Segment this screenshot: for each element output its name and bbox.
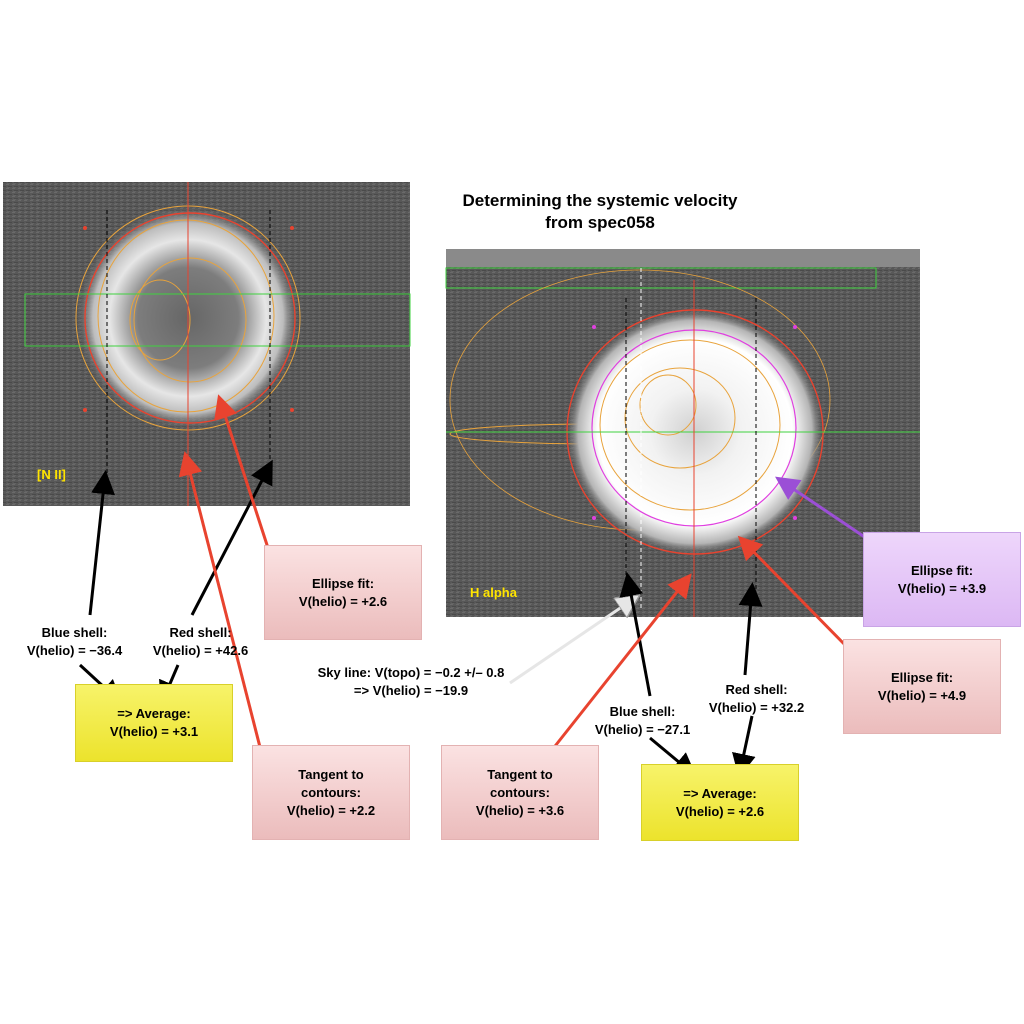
ha-ellipse-fit-red-box: Ellipse fit: V(helio) = +4.9 bbox=[843, 639, 1001, 734]
ha-average-box: => Average: V(helio) = +2.6 bbox=[641, 764, 799, 841]
ha-tangent-line-1: Tangent to bbox=[487, 766, 553, 782]
nii-tangent-box: Tangent to contours: V(helio) = +2.2 bbox=[252, 745, 410, 840]
ha-blue-shell-value: V(helio) = −27.1 bbox=[594, 722, 691, 737]
ha-blue-shell-title: Blue shell: bbox=[609, 704, 676, 719]
arrow-sky-line bbox=[509, 598, 635, 685]
arrow-ha-red-shell bbox=[738, 582, 763, 676]
nii-ellipse-fit-box: Ellipse fit: V(helio) = +2.6 bbox=[264, 545, 422, 640]
arrow-ha-ellipse-purple bbox=[775, 476, 876, 546]
nii-panel-label: [N II] bbox=[37, 467, 66, 482]
ha-ellipse-fit-purple-box: Ellipse fit: V(helio) = +3.9 bbox=[863, 532, 1021, 627]
ha-ellipse-fit-purple-value: V(helio) = +3.9 bbox=[897, 580, 987, 596]
nii-ellipse-fit-title: Ellipse fit: bbox=[311, 575, 375, 591]
ha-tangent-line-2: contours: bbox=[490, 784, 550, 800]
ha-red-shell-label: Red shell: V(helio) = +32.2 bbox=[694, 681, 819, 717]
ha-ellipse-fit-purple-title: Ellipse fit: bbox=[910, 562, 974, 578]
ha-blue-shell-label: Blue shell: V(helio) = −27.1 bbox=[580, 703, 705, 739]
nii-blue-shell-value: V(helio) = −36.4 bbox=[26, 643, 123, 658]
nii-tangent-line-2: contours: bbox=[301, 784, 361, 800]
ha-average-title: => Average: bbox=[683, 785, 757, 801]
sky-line-topo: Sky line: V(topo) = −0.2 +/– 0.8 bbox=[317, 665, 505, 680]
nii-blue-shell-label: Blue shell: V(helio) = −36.4 bbox=[12, 624, 137, 660]
nii-blue-shell-title: Blue shell: bbox=[41, 625, 108, 640]
nii-spectrum-panel bbox=[3, 182, 411, 506]
nii-red-shell-title: Red shell: bbox=[169, 625, 232, 640]
halpha-panel-label: H alpha bbox=[470, 585, 517, 600]
ha-ellipse-fit-red-value: V(helio) = +4.9 bbox=[877, 687, 967, 703]
ha-tangent-value: V(helio) = +3.6 bbox=[475, 802, 565, 818]
ha-tangent-box: Tangent to contours: V(helio) = +3.6 bbox=[441, 745, 599, 840]
nii-average-title: => Average: bbox=[117, 706, 191, 721]
ha-red-shell-value: V(helio) = +32.2 bbox=[708, 700, 805, 715]
arrow-ha-red-to-average bbox=[732, 715, 756, 778]
figure-title: Determining the systemic velocity from s… bbox=[440, 190, 760, 234]
arrow-nii-tangent bbox=[178, 451, 264, 756]
arrow-nii-blue-shell bbox=[88, 470, 115, 616]
title-line-2: from spec058 bbox=[545, 213, 655, 232]
sky-line-helio: => V(helio) = −19.9 bbox=[353, 683, 469, 698]
nii-ellipse-fit-value: V(helio) = +2.6 bbox=[298, 593, 388, 609]
nii-red-shell-label: Red shell: V(helio) = +42.6 bbox=[138, 624, 263, 660]
arrow-nii-red-shell bbox=[190, 459, 273, 616]
halpha-spectrum-panel bbox=[445, 249, 920, 617]
arrow-ha-ellipse-red bbox=[737, 535, 852, 652]
nii-tangent-line-1: Tangent to bbox=[298, 766, 364, 782]
ha-average-value: V(helio) = +2.6 bbox=[675, 803, 765, 819]
arrow-ha-tangent bbox=[546, 573, 692, 756]
nii-red-shell-value: V(helio) = +42.6 bbox=[152, 643, 249, 658]
ha-red-shell-title: Red shell: bbox=[725, 682, 788, 697]
nii-average-box: => Average: V(helio) = +3.1 bbox=[75, 684, 233, 762]
title-line-1: Determining the systemic velocity bbox=[462, 191, 738, 210]
arrow-ha-blue-shell bbox=[619, 572, 652, 697]
arrow-nii-ellipse bbox=[214, 394, 270, 549]
ha-ellipse-fit-red-title: Ellipse fit: bbox=[890, 669, 954, 685]
sky-line-label: Sky line: V(topo) = −0.2 +/– 0.8 => V(he… bbox=[296, 664, 526, 700]
nii-average-value: V(helio) = +3.1 bbox=[109, 724, 199, 739]
nii-tangent-value: V(helio) = +2.2 bbox=[286, 802, 376, 818]
